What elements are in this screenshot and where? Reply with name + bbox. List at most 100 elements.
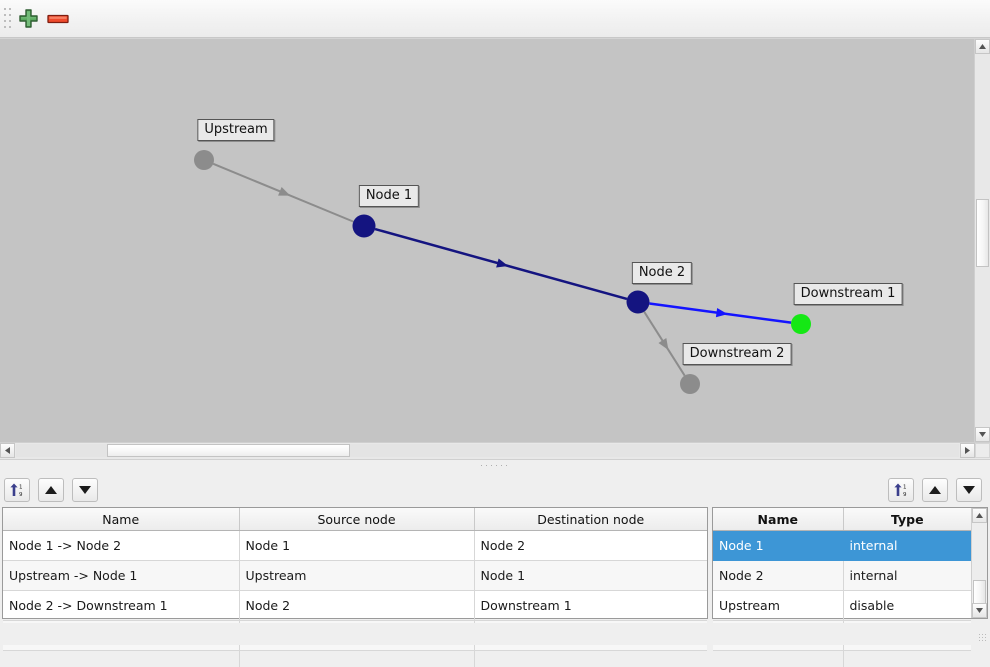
nodes-table-cell[interactable]: Node 2 xyxy=(713,561,843,591)
nodes-table-cell[interactable]: Node 1 xyxy=(713,531,843,561)
links-table-cell[interactable]: Node 1 -> Node 2 xyxy=(3,531,239,561)
links-table-empty-row xyxy=(3,651,707,667)
sort-ascending-icon: 1 9 xyxy=(893,482,909,498)
scroll-up-arrow-icon[interactable] xyxy=(975,39,990,54)
scroll-down-arrow-icon[interactable] xyxy=(972,603,987,618)
triangle-down-icon xyxy=(963,486,975,494)
remove-button[interactable] xyxy=(44,5,72,33)
nodes-table-column-header[interactable]: Type xyxy=(843,508,971,531)
main-toolbar xyxy=(0,0,990,38)
scrollbar-corner xyxy=(975,443,990,458)
graph-node-node1[interactable] xyxy=(353,215,376,238)
pane-splitter[interactable] xyxy=(0,459,990,471)
links-pane: 1 9 xyxy=(0,471,710,623)
nodes-sort-button[interactable]: 1 9 xyxy=(888,478,914,502)
links-move-up-button[interactable] xyxy=(38,478,64,502)
links-table-empty-cell xyxy=(474,651,707,667)
nodes-table-empty-row xyxy=(713,651,971,667)
links-table-cell[interactable]: Downstream 1 xyxy=(474,591,707,621)
graph-edges xyxy=(0,39,974,442)
triangle-down-icon xyxy=(79,486,91,494)
canvas-horizontal-scrollbar[interactable] xyxy=(0,442,990,459)
graph-edge-arrow-node2-downstream2 xyxy=(658,338,668,350)
hscroll-track-left[interactable] xyxy=(16,444,107,457)
svg-text:9: 9 xyxy=(19,492,23,498)
links-sort-button[interactable]: 1 9 xyxy=(4,478,30,502)
graph-node-upstream[interactable] xyxy=(194,150,214,170)
scroll-up-arrow-icon[interactable] xyxy=(972,508,987,523)
scroll-right-arrow-icon[interactable] xyxy=(960,443,975,458)
canvas-vscroll-thumb[interactable] xyxy=(976,199,989,267)
toolbar-drag-grip[interactable] xyxy=(3,6,12,32)
links-table-cell[interactable]: Node 1 xyxy=(474,561,707,591)
nodes-table-cell[interactable]: internal xyxy=(843,561,971,591)
canvas-vertical-scrollbar[interactable] xyxy=(974,39,990,442)
add-icon xyxy=(18,8,39,29)
sort-ascending-icon: 1 9 xyxy=(9,482,25,498)
links-table-cell[interactable]: Upstream -> Node 1 xyxy=(3,561,239,591)
nodes-move-down-button[interactable] xyxy=(956,478,982,502)
links-move-down-button[interactable] xyxy=(72,478,98,502)
graph-edge-arrow-upstream-node1 xyxy=(278,187,290,196)
hscroll-track-right[interactable] xyxy=(350,444,959,457)
nodes-table-vertical-scrollbar[interactable] xyxy=(971,508,987,618)
links-table-cell[interactable]: Node 2 -> Downstream 1 xyxy=(3,591,239,621)
lower-panes: 1 9 xyxy=(0,471,990,623)
graph-node-label-node1[interactable]: Node 1 xyxy=(359,185,419,207)
nodes-table-cell[interactable]: disable xyxy=(843,591,971,621)
svg-text:1: 1 xyxy=(19,485,23,491)
nodes-table-column-header[interactable]: Name xyxy=(713,508,843,531)
canvas-hscroll-thumb[interactable] xyxy=(107,444,350,457)
graph-node-node2[interactable] xyxy=(627,291,650,314)
add-button[interactable] xyxy=(14,5,42,33)
graph-edge-arrow-node2-downstream1 xyxy=(716,308,728,317)
svg-text:9: 9 xyxy=(903,492,907,498)
resize-grip-icon[interactable] xyxy=(979,634,988,643)
graph-node-downstream1[interactable] xyxy=(791,314,811,334)
nodes-move-up-button[interactable] xyxy=(922,478,948,502)
graph-node-label-upstream[interactable]: Upstream xyxy=(197,119,274,141)
graph-node-downstream2[interactable] xyxy=(680,374,700,394)
links-table-column-header[interactable]: Source node xyxy=(239,508,474,531)
links-table-empty-cell xyxy=(239,651,474,667)
links-table-empty-cell xyxy=(3,651,239,667)
nodes-pane: 1 9 xyxy=(710,471,990,623)
remove-icon xyxy=(47,11,70,26)
triangle-up-icon xyxy=(45,486,57,494)
graph-node-label-node2[interactable]: Node 2 xyxy=(632,262,692,284)
links-table-cell[interactable]: Node 1 xyxy=(239,531,474,561)
links-table-column-header[interactable]: Name xyxy=(3,508,239,531)
scroll-down-arrow-icon[interactable] xyxy=(975,427,990,442)
graph-node-label-downstream2[interactable]: Downstream 2 xyxy=(683,343,792,365)
status-footer xyxy=(0,623,990,645)
links-table-cell[interactable]: Upstream xyxy=(239,561,474,591)
links-table-cell[interactable]: Node 2 xyxy=(474,531,707,561)
links-table-column-header[interactable]: Destination node xyxy=(474,508,707,531)
scroll-left-arrow-icon[interactable] xyxy=(0,443,15,458)
graph-edge-arrow-node1-node2 xyxy=(496,259,508,268)
svg-text:1: 1 xyxy=(903,485,907,491)
splitter-grip-icon xyxy=(481,465,509,466)
nodes-pane-toolbar: 1 9 xyxy=(710,471,990,505)
nodes-table-cell[interactable]: internal xyxy=(843,531,971,561)
nodes-table-empty-cell xyxy=(843,651,971,667)
nodes-table-cell[interactable]: Upstream xyxy=(713,591,843,621)
links-table-cell[interactable]: Node 2 xyxy=(239,591,474,621)
graph-node-label-downstream1[interactable]: Downstream 1 xyxy=(794,283,903,305)
nodes-table-empty-cell xyxy=(713,651,843,667)
